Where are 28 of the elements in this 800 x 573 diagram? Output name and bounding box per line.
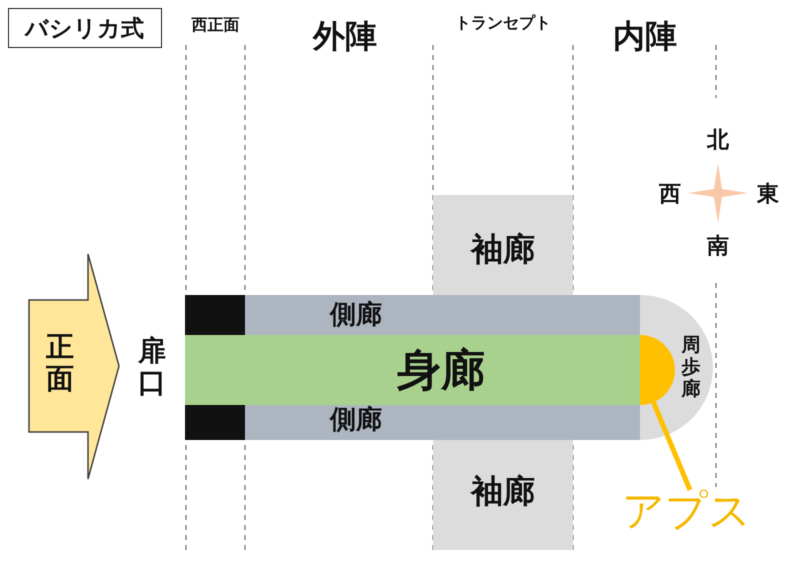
node-label: 側廊 <box>330 302 382 328</box>
node-label: 周歩廊 <box>681 335 701 401</box>
nave-band <box>185 335 640 405</box>
aisle-band <box>185 295 640 335</box>
node-label: 袖廊 <box>469 233 536 265</box>
node-label: バシリカ式 <box>23 18 145 41</box>
node-label: 袖廊 <box>469 475 536 507</box>
compass-label: 東 <box>756 184 780 206</box>
transept-arm <box>433 440 573 550</box>
column-heading: トランセプト <box>454 15 552 31</box>
node-label: 正面 <box>45 331 75 396</box>
compass-label: 南 <box>706 236 730 258</box>
node-label: 身廊 <box>397 349 485 393</box>
section-heading: 内陣 <box>612 20 678 52</box>
facade-block <box>185 405 245 440</box>
transept-arm <box>433 195 573 295</box>
aisle-band <box>185 405 640 440</box>
node-label: アプス <box>622 490 751 532</box>
doorway-label: 扉口 <box>137 335 167 400</box>
column-heading: 西正面 <box>190 17 240 33</box>
section-heading: 外陣 <box>311 20 378 52</box>
compass-label: 西 <box>658 184 682 206</box>
front-arrow <box>28 253 120 480</box>
title-box <box>8 8 162 48</box>
facade-block <box>185 295 245 335</box>
leader-line <box>651 401 692 491</box>
compass-label: 北 <box>706 130 730 152</box>
node-label: 側廊 <box>330 407 382 433</box>
